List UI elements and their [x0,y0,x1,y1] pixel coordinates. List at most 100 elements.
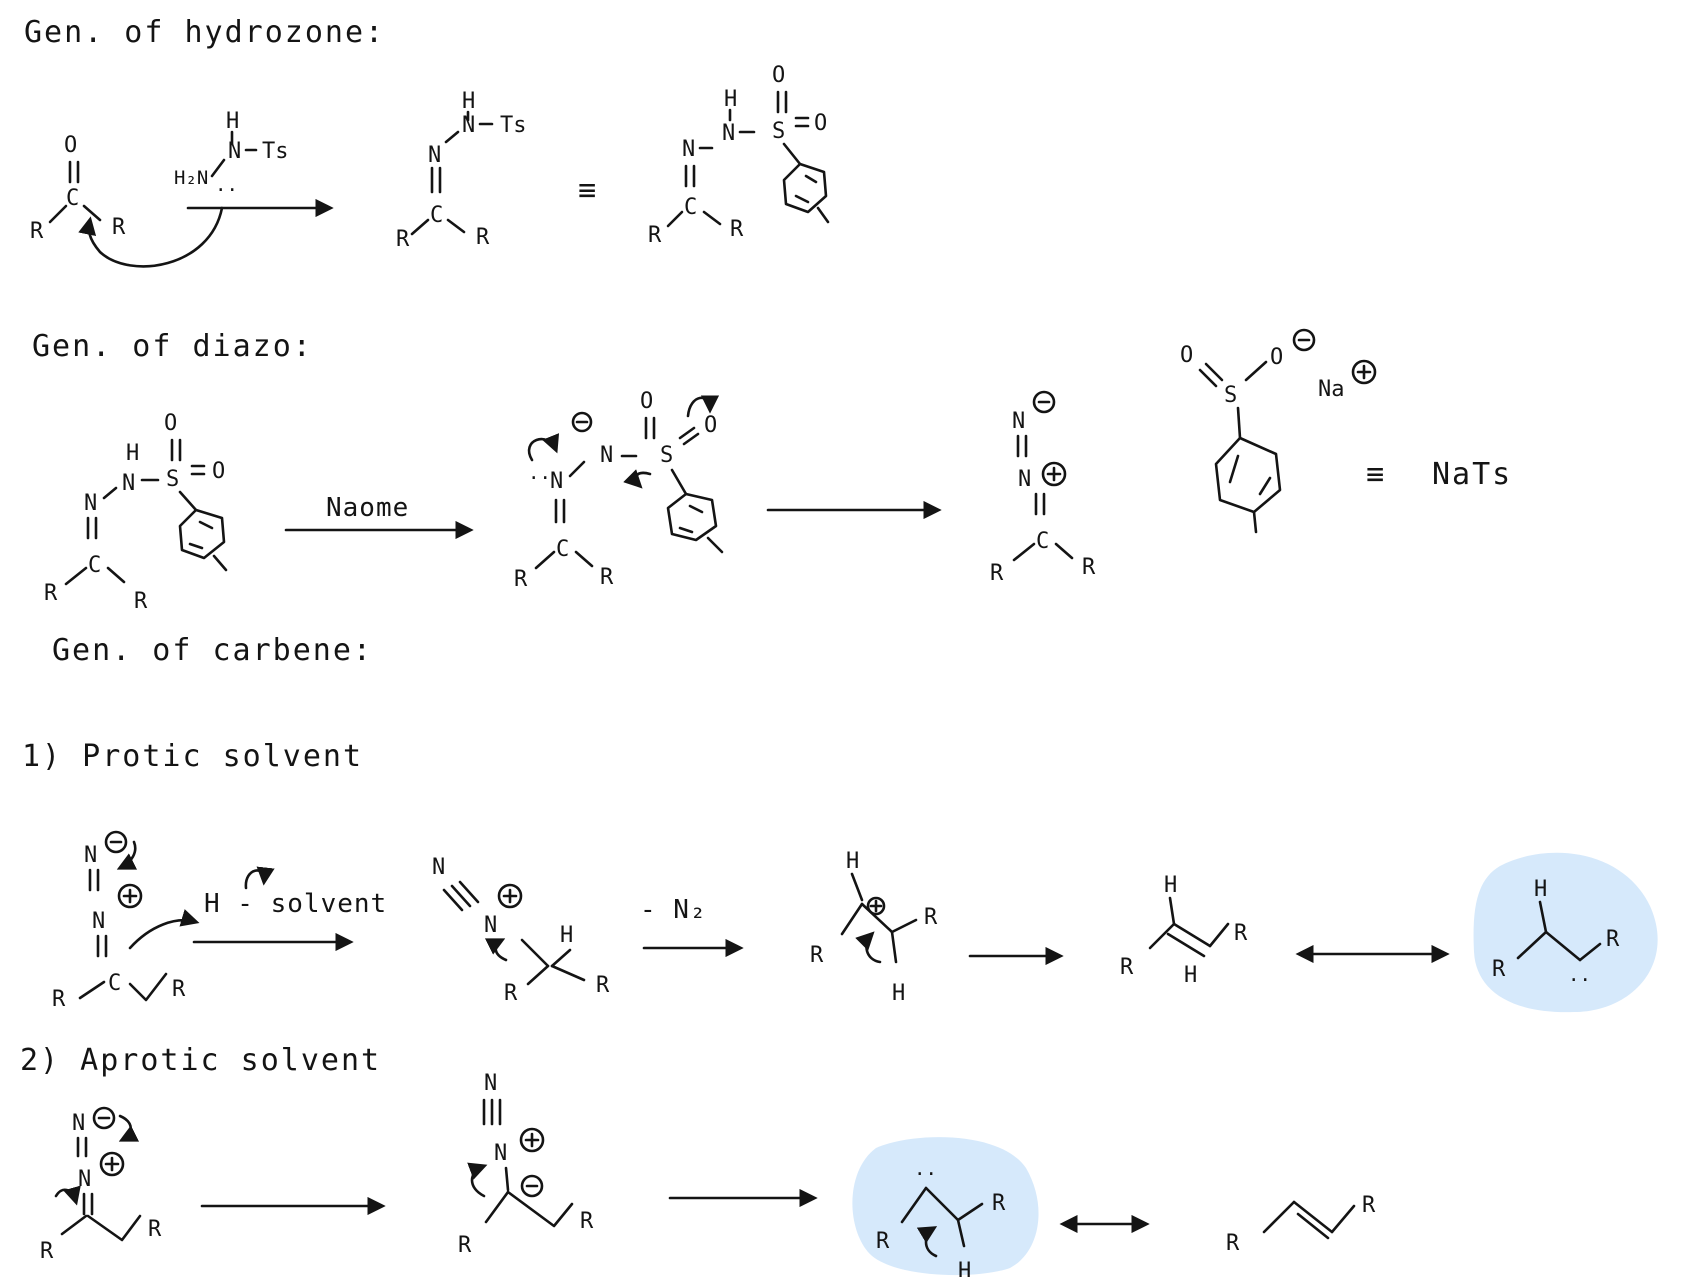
atom-c: C [684,195,697,220]
atom-r: R [504,981,518,1006]
reagent-naome: Naome [326,493,409,523]
atom-r: R [1362,1193,1376,1218]
heading-diazo: Gen. of diazo: [32,329,313,364]
protic-carbene-highlighted: H R R ·· [1473,852,1658,1013]
lone-pair: ·· [215,179,238,201]
benzene-ring [666,492,718,542]
sulfinate-byproduct: O S O Na [1180,328,1377,534]
atom-r: R [1226,1231,1240,1256]
heading-protic-solvent: 1) Protic solvent [22,739,363,774]
atom-h: H [560,923,573,948]
atom-n: N [550,469,563,494]
carbocation: H R R H [810,849,938,1006]
atom-o: O [814,111,827,136]
atom-r: R [172,977,186,1002]
atom-r: R [730,217,744,242]
equivalence-sign: ≡ [1366,457,1386,492]
atom-h2n: H₂N [174,167,208,189]
ketone-molecule: O C R R [30,133,126,244]
atom-n: N [1018,467,1031,492]
atom-r: R [1492,957,1506,982]
atom-r: R [810,943,824,968]
negative-charge [92,1106,116,1130]
aprotic-diazo: N N R R [40,1106,162,1264]
atom-r: R [134,589,148,614]
atom-r: R [648,223,662,248]
atom-h: H [724,87,737,112]
atom-n: N [228,139,241,164]
atom-s: S [166,467,179,492]
atom-n: N [122,471,135,496]
aprotic-carbene-highlighted: ·· R R H [852,1137,1039,1277]
deprotonated-intermediate: N ·· N O S O C R R [514,389,724,592]
lone-pair: ·· [914,1163,937,1185]
curved-arrow [686,395,720,418]
hydrazone-product: H N N Ts C R R [396,89,527,252]
atom-n: N [78,1167,91,1192]
atom-h: H [1534,877,1547,902]
curved-arrow [484,938,508,962]
atom-h: H [958,1259,971,1277]
atom-r: R [514,567,528,592]
atom-h: H [1184,963,1197,988]
positive-charge [1041,461,1067,487]
tosylhydrazone-start: H N N O S O C R R [44,411,228,614]
benzene-ring [1214,436,1282,514]
atom-r: R [876,1229,890,1254]
reagent-n2-loss: - N₂ [640,895,707,925]
protic-alkene: H R R H [1120,873,1248,988]
diazo-product: N N C R R [990,390,1096,586]
atom-r: R [458,1233,472,1258]
curved-arrow [78,206,224,268]
atom-c: C [88,553,101,578]
atom-n: N [428,143,441,168]
atom-ts: Ts [500,113,527,138]
atom-r: R [52,987,66,1012]
positive-charge [117,883,143,909]
atom-n: N [84,843,97,868]
atom-c: C [108,971,121,996]
atom-c: C [556,537,569,562]
atom-r: R [992,1191,1006,1216]
atom-r: R [596,973,610,998]
curved-arrow [116,840,138,870]
atom-n: N [72,1111,85,1136]
atom-r: R [40,1239,54,1264]
benzene-ring [782,162,828,214]
curved-arrow [244,866,275,890]
atom-ts: Ts [262,139,289,164]
negative-charge [571,411,593,433]
atom-n: N [494,1141,507,1166]
positive-charge [1351,359,1377,385]
atom-r: R [476,225,490,250]
aprotic-anion-intermediate: N N R R [458,1071,594,1258]
atom-o: O [212,459,225,484]
atom-r: R [1082,555,1096,580]
atom-n: N [484,1071,497,1096]
atom-c: C [66,186,79,211]
atom-r: R [112,215,126,240]
curved-arrow [118,1114,140,1142]
atom-n: N [682,137,695,162]
reagent-h-solvent: H - solvent [204,889,387,919]
atom-o: O [704,413,717,438]
atom-r: R [1120,955,1134,980]
atom-c: C [1036,529,1049,554]
positive-charge [519,1127,545,1153]
curved-arrow [527,433,560,462]
positive-charge [866,896,886,916]
lone-pair: ·· [528,467,551,489]
atom-n: N [92,909,105,934]
equivalence-sign: ≡ [578,173,598,208]
protonated-diazonium: N N H R R [432,855,610,1006]
atom-o: O [1180,343,1193,368]
curved-arrow [855,931,882,964]
atom-r: R [30,219,44,244]
curved-arrow [467,1162,488,1198]
curved-arrow [128,909,200,950]
atom-h: H [1164,873,1177,898]
atom-o: O [164,411,177,436]
atom-r: R [990,561,1004,586]
negative-charge [104,830,128,854]
